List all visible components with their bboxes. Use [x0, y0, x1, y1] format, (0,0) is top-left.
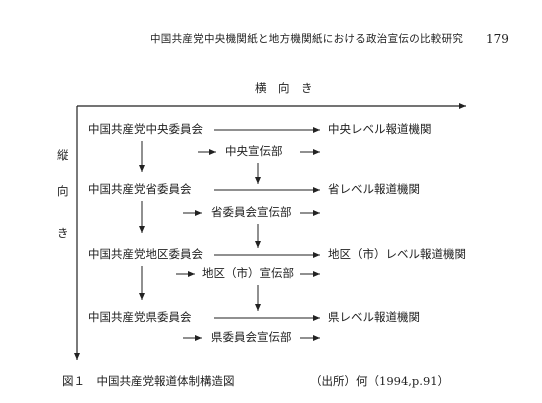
- committee-node-central: 中国共産党中央委員会: [88, 122, 203, 136]
- vertical-axis-label-1: 縦: [57, 148, 69, 162]
- media-node-province: 省レベル報道機関: [328, 182, 420, 196]
- figure-caption: 図１ 中国共産党報道体制構造図: [62, 374, 235, 388]
- media-node-county: 県レベル報道機関: [328, 310, 420, 324]
- committee-node-province: 中国共産党省委員会: [88, 182, 192, 196]
- media-node-central: 中央レベル報道機関: [328, 122, 432, 136]
- committee-node-district: 中国共産党地区委員会: [88, 247, 203, 261]
- propaganda-node-district: 地区（市）宣伝部: [202, 266, 294, 280]
- figure-source: （出所）何（1994,p.91）: [310, 374, 450, 388]
- vertical-axis-label-3: き: [57, 226, 69, 240]
- propaganda-node-central: 中央宣伝部: [225, 144, 283, 158]
- page-number: 179: [486, 32, 509, 46]
- horizontal-axis-label: 横 向 き: [255, 81, 313, 95]
- propaganda-node-province: 省委員会宣伝部: [211, 205, 292, 219]
- media-node-district: 地区（市）レベル報道機関: [328, 247, 466, 261]
- vertical-axis-label-2: 向: [57, 184, 69, 198]
- propaganda-node-county: 県委員会宣伝部: [211, 330, 292, 344]
- committee-node-county: 中国共産党県委員会: [88, 310, 192, 324]
- running-header: 中国共産党中央機関紙と地方機関紙における政治宣伝の比較研究: [150, 33, 464, 45]
